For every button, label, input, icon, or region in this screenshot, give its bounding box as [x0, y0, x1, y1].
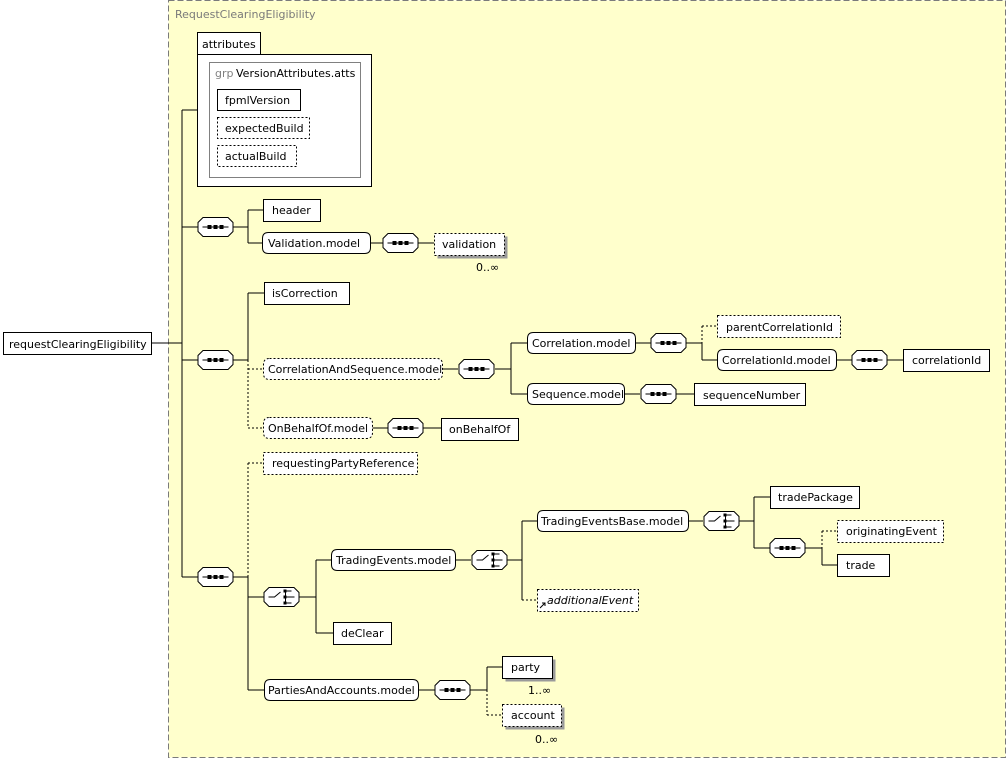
optional-connector-lines-3 — [247, 462, 837, 716]
svg-text:deClear: deClear — [341, 627, 384, 640]
svg-text:actualBuild: actualBuild — [225, 150, 286, 163]
group-correlationid-model[interactable]: CorrelationId.model — [717, 349, 837, 371]
sequence-compositor-icon — [458, 359, 495, 379]
sequence-compositor-icon — [387, 418, 424, 438]
sequence-compositor-icon — [197, 350, 234, 370]
element-iscorrection[interactable]: isCorrection — [264, 282, 350, 305]
sequence-compositor-icon — [851, 350, 888, 370]
svg-text:additionalEvent: additionalEvent — [547, 594, 634, 607]
sequence-compositor-icon — [434, 680, 471, 700]
attribute-expectedbuild[interactable]: expectedBuild — [217, 117, 310, 139]
optional-connector-lines-2 — [701, 325, 717, 343]
svg-text:account: account — [511, 709, 556, 722]
svg-text:sequenceNumber: sequenceNumber — [703, 389, 801, 402]
group-onbehalfof-model[interactable]: OnBehalfOf.model — [263, 417, 373, 439]
attribute-fpmlversion[interactable]: fpmlVersion — [217, 89, 301, 111]
svg-text:trade: trade — [846, 559, 876, 572]
group-sequence-model[interactable]: Sequence.model — [527, 383, 625, 405]
group-validation-model[interactable]: Validation.model — [262, 232, 371, 254]
element-requestingpartyreference[interactable]: requestingPartyReference — [263, 452, 418, 475]
element-additionalevent[interactable]: additionalEvent — [537, 589, 639, 612]
choice-compositor-icon — [471, 550, 508, 570]
svg-text:requestingPartyReference: requestingPartyReference — [272, 457, 415, 470]
svg-text:correlationId: correlationId — [912, 354, 981, 367]
validation-cardinality: 0..∞ — [476, 261, 499, 274]
sequence-compositor-icon — [197, 567, 234, 587]
svg-text:party: party — [511, 661, 541, 674]
element-declear[interactable]: deClear — [333, 622, 392, 645]
group-correlation-model[interactable]: Correlation.model — [527, 332, 636, 354]
connector-lines-3 — [233, 496, 837, 691]
connector-lines — [152, 109, 434, 578]
group-name: VersionAttributes.atts — [236, 67, 356, 80]
svg-text:onBehalfOf: onBehalfOf — [449, 423, 511, 436]
svg-text:TradingEventsBase.model: TradingEventsBase.model — [540, 515, 683, 528]
svg-text:CorrelationId.model: CorrelationId.model — [722, 354, 831, 367]
svg-text:expectedBuild: expectedBuild — [225, 122, 304, 135]
element-account[interactable]: account 0..∞ — [502, 704, 565, 747]
root-element[interactable]: requestClearingEligibility — [3, 332, 152, 355]
connector-lines-2 — [372, 342, 903, 429]
element-correlationid[interactable]: correlationId — [903, 349, 990, 372]
account-cardinality: 0..∞ — [535, 733, 558, 746]
svg-text:Validation.model: Validation.model — [268, 237, 360, 250]
element-trade[interactable]: trade — [837, 554, 890, 577]
group-correlation-and-sequence-model[interactable]: CorrelationAndSequence.model — [263, 358, 443, 380]
svg-text:validation: validation — [442, 238, 496, 251]
svg-text:requestClearingEligibility: requestClearingEligibility — [9, 338, 147, 351]
group-tradingevents-model[interactable]: TradingEvents.model — [331, 549, 456, 571]
group-tradingeventsbase-model[interactable]: TradingEventsBase.model — [537, 510, 689, 532]
sequence-compositor-icon — [640, 384, 677, 404]
element-parentcorrelationid[interactable]: parentCorrelationId — [717, 315, 841, 338]
element-validation[interactable]: validation 0..∞ — [434, 233, 508, 275]
optional-connector-lines — [247, 360, 263, 429]
group-partiesandaccounts-model[interactable]: PartiesAndAccounts.model — [264, 679, 419, 701]
svg-text:fpmlVersion: fpmlVersion — [225, 94, 290, 107]
element-party[interactable]: party 1..∞ — [502, 656, 556, 698]
element-onbehalfof[interactable]: onBehalfOf — [441, 418, 519, 441]
svg-text:parentCorrelationId: parentCorrelationId — [726, 321, 833, 334]
element-sequencenumber[interactable]: sequenceNumber — [694, 383, 806, 406]
svg-text:tradePackage: tradePackage — [778, 491, 853, 504]
compositors — [197, 217, 888, 700]
choice-compositor-icon — [263, 587, 300, 607]
svg-text:Sequence.model: Sequence.model — [532, 388, 624, 401]
svg-text:CorrelationAndSequence.model: CorrelationAndSequence.model — [268, 363, 442, 376]
sequence-compositor-icon — [650, 333, 687, 353]
element-tradepackage[interactable]: tradePackage — [770, 486, 860, 509]
svg-text:Correlation.model: Correlation.model — [532, 337, 630, 350]
choice-compositor-icon — [703, 511, 740, 531]
complex-type-title: RequestClearingEligibility — [175, 8, 316, 21]
element-header[interactable]: header — [263, 199, 321, 222]
element-originatingevent[interactable]: originatingEvent — [837, 520, 944, 543]
group-prefix: grp — [215, 67, 234, 80]
substitution-arrow-icon — [539, 602, 546, 609]
party-cardinality: 1..∞ — [528, 684, 551, 697]
sequence-compositor-icon — [197, 217, 234, 237]
svg-text:TradingEvents.model: TradingEvents.model — [335, 554, 451, 567]
svg-text:originatingEvent: originatingEvent — [846, 525, 938, 538]
attribute-actualbuild[interactable]: actualBuild — [217, 145, 297, 167]
svg-text:PartiesAndAccounts.model: PartiesAndAccounts.model — [268, 684, 415, 697]
svg-text:header: header — [272, 204, 311, 217]
svg-text:OnBehalfOf.model: OnBehalfOf.model — [268, 422, 368, 435]
attributes-tab-label: attributes — [202, 38, 256, 51]
sequence-compositor-icon — [382, 233, 419, 253]
sequence-compositor-icon — [769, 538, 806, 558]
svg-text:isCorrection: isCorrection — [272, 287, 338, 300]
